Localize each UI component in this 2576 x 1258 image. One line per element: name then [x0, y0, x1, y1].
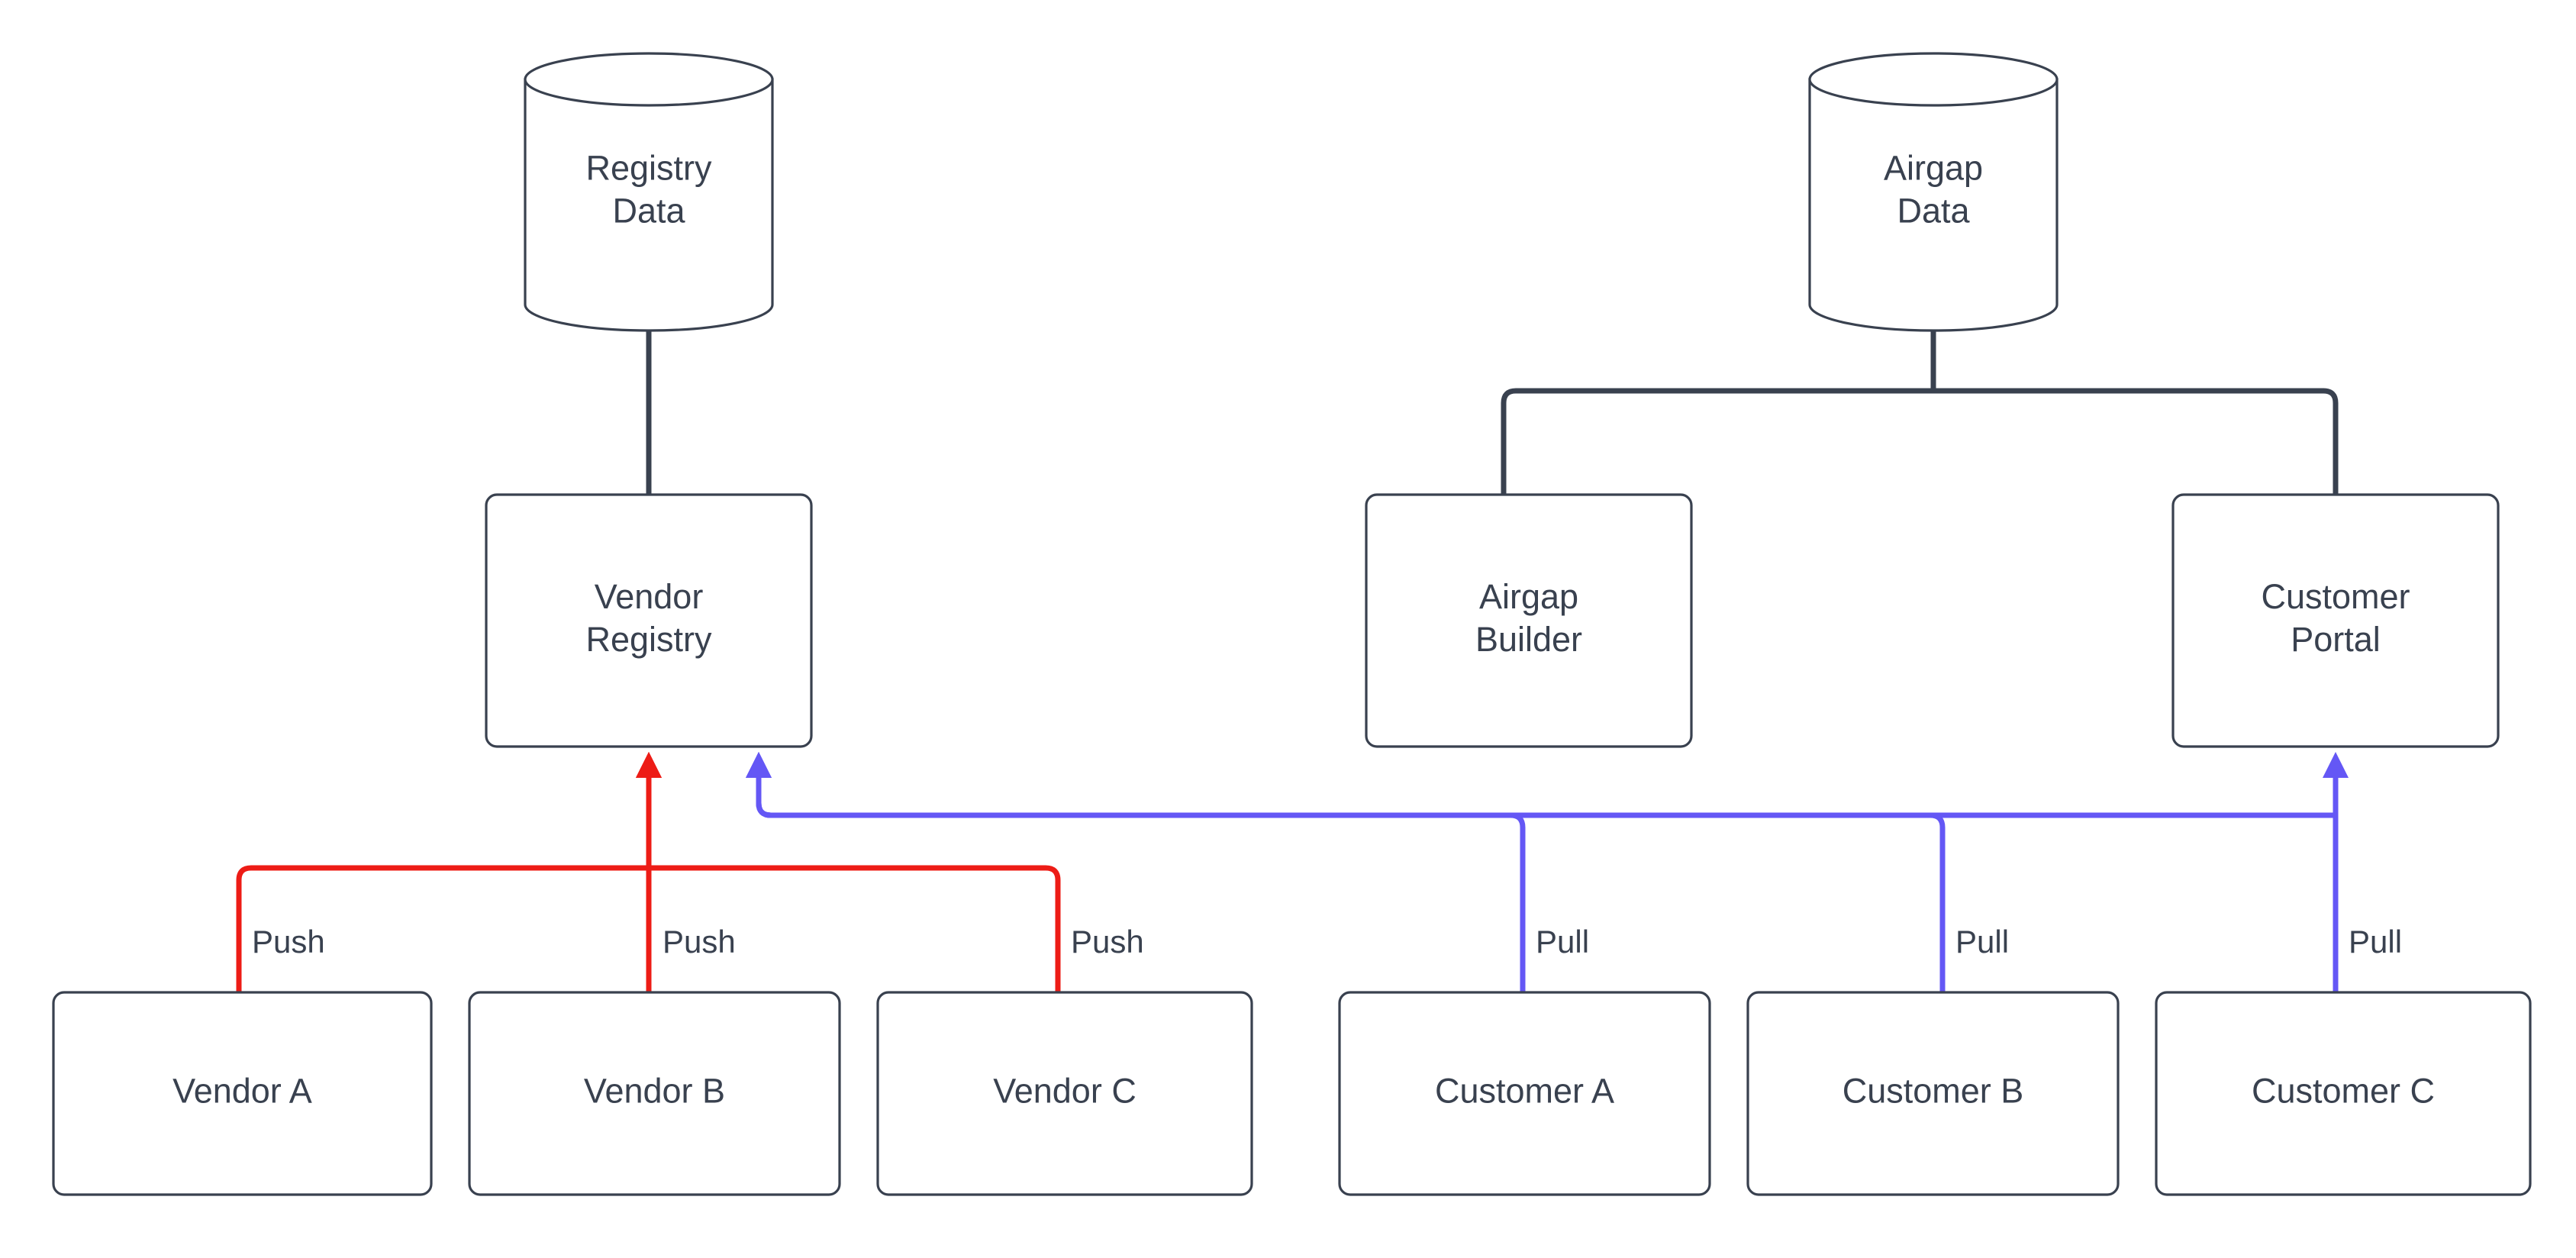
actor-vendor-b[interactable]: Vendor B	[468, 991, 841, 1196]
edge-path	[236, 763, 652, 992]
datastore-label-line2: Data	[1897, 191, 1970, 230]
actor-box	[1338, 991, 1711, 1196]
edges-layer	[236, 302, 2349, 992]
actor-customer-b[interactable]: Customer B	[1746, 991, 2120, 1196]
edge-path	[1930, 308, 2339, 495]
arrowhead-icon	[746, 752, 772, 778]
service-label-line2: Registry	[585, 620, 712, 659]
edge-airgap-builder-to-airgap-data	[1501, 388, 1933, 495]
service-box	[485, 493, 813, 748]
cylinder-body	[524, 78, 774, 332]
actor-label: Customer B	[1843, 1071, 2024, 1110]
actor-label: Vendor A	[172, 1071, 312, 1110]
actor-label: Vendor B	[584, 1071, 725, 1110]
edge-path	[646, 763, 1061, 992]
actor-label: Customer C	[2252, 1071, 2435, 1110]
actor-label: Customer A	[1435, 1071, 1614, 1110]
actor-box	[468, 991, 841, 1196]
actor-label: Vendor C	[993, 1071, 1136, 1110]
arrowhead-icon	[2323, 752, 2349, 778]
actor-box	[876, 991, 1253, 1196]
edge-labels-layer: Push Push Push Pull Pull Pull	[252, 924, 2402, 960]
nodes-layer: RegistryDataAirgapDataVendorRegistryAirg…	[52, 52, 2532, 1196]
service-box	[1365, 493, 1693, 748]
service-label-line1: Airgap	[1479, 577, 1578, 616]
edge-customer-b-pull-registry	[746, 752, 1946, 992]
actor-box	[2155, 991, 2532, 1196]
edge-path	[756, 763, 2339, 992]
edge-label-vendor-a-push: Push	[252, 924, 325, 960]
cylinder-top-ellipse	[1808, 52, 2059, 107]
cylinder-body	[1808, 78, 2059, 332]
edge-label-vendor-b-push: Push	[663, 924, 736, 960]
edge-customer-c-pull-registry	[746, 752, 2339, 992]
service-box	[2171, 493, 2500, 748]
edge-customer-portal-to-airgap-data	[1920, 302, 2339, 495]
service-label-line1: Customer	[2261, 577, 2410, 616]
edge-label-customer-a-pull-registry: Pull	[1536, 924, 1589, 960]
edge-label-customer-b-pull-registry: Pull	[1955, 924, 2009, 960]
actor-vendor-c[interactable]: Vendor C	[876, 991, 1253, 1196]
actor-vendor-a[interactable]: Vendor A	[52, 991, 433, 1196]
edge-path	[1501, 388, 1933, 495]
edge-path	[756, 763, 1946, 992]
datastore-label-line1: Airgap	[1884, 148, 1983, 187]
actor-customer-a[interactable]: Customer A	[1338, 991, 1711, 1196]
edge-vendor-c-push	[636, 752, 1061, 992]
datastore-label-line1: Registry	[585, 148, 712, 187]
actor-box	[52, 991, 433, 1196]
arrowhead-icon	[636, 752, 662, 778]
service-label-line2: Builder	[1475, 620, 1582, 659]
service-label-line2: Portal	[2291, 620, 2381, 659]
edge-customer-c-pull-portal	[2323, 752, 2349, 992]
service-label-line1: Vendor	[595, 577, 704, 616]
edge-label-vendor-c-push: Push	[1071, 924, 1144, 960]
actor-customer-c[interactable]: Customer C	[2155, 991, 2532, 1196]
datastore-label-line2: Data	[612, 191, 685, 230]
cylinder-top-ellipse	[524, 52, 774, 107]
edge-label-customer-c-pull-registry: Pull	[2349, 924, 2402, 960]
actor-box	[1746, 991, 2120, 1196]
